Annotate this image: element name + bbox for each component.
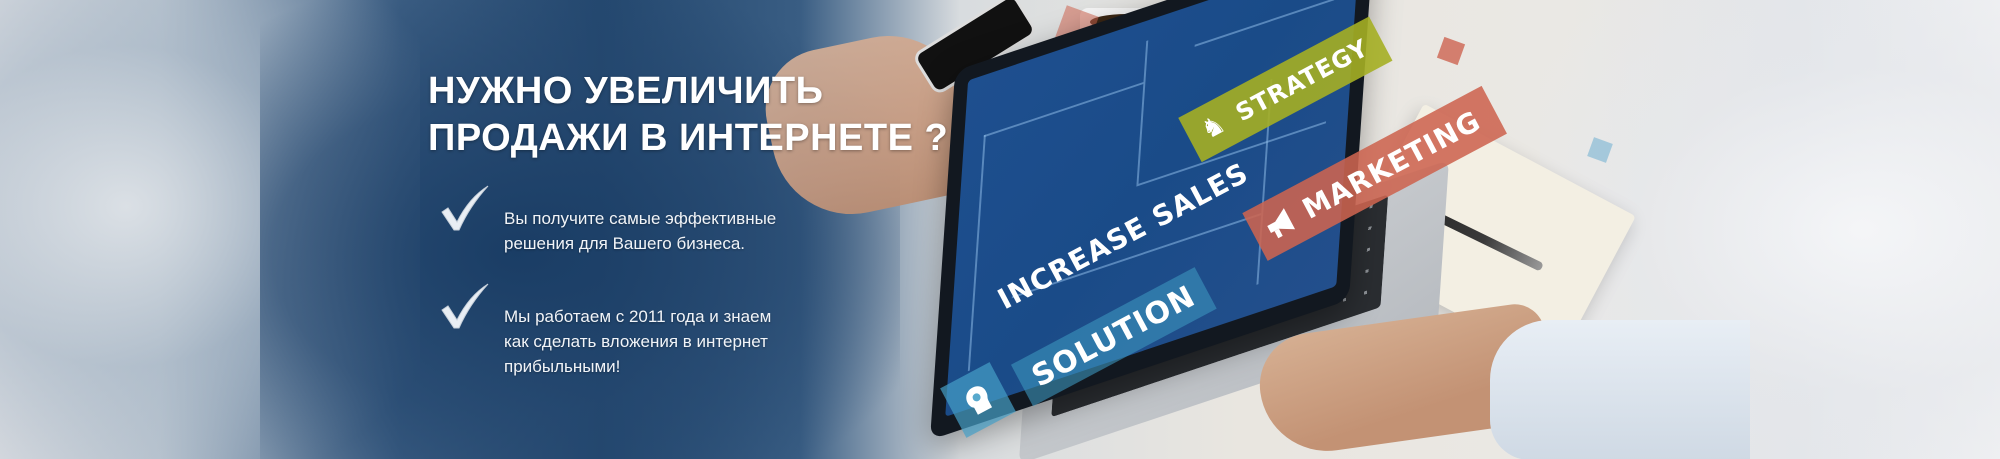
page-title: НУЖНО УВЕЛИЧИТЬ ПРОДАЖИ В ИНТЕРНЕТЕ ? [428, 68, 988, 162]
chess-knight-icon: ♞ [1196, 108, 1232, 147]
headline-line-2: ПРОДАЖИ В ИНТЕРНЕТЕ ? [428, 117, 949, 159]
feature-item: Вы получите самые эффективные решения дл… [438, 184, 804, 256]
screen-grid-line [1194, 0, 1335, 47]
feature-2-line-3: прибыльными! [504, 357, 621, 376]
feature-2-line-1: Мы работаем с 2011 года и знаем [504, 307, 772, 326]
screen-grid-line [967, 134, 986, 372]
lightbulb-head-icon [940, 362, 1016, 438]
checkmark-icon [441, 185, 489, 231]
feature-text: Вы получите самые эффективные решения дл… [504, 206, 804, 256]
feature-text: Мы работаем с 2011 года и знаем как сдел… [504, 304, 804, 379]
screen-grid-line [983, 81, 1144, 138]
feature-2-line-2: как сделать вложения в интернет [504, 332, 768, 351]
feature-item: Мы работаем с 2011 года и знаем как сдел… [438, 282, 804, 379]
screen-grid-line [1136, 40, 1149, 185]
checkmark-icon [441, 283, 489, 329]
megaphone-icon [1258, 200, 1304, 246]
headline-line-1: НУЖНО УВЕЛИЧИТЬ [428, 70, 824, 112]
marketing-tag: MARKETING [1242, 85, 1507, 261]
feature-1-line-1: Вы получите самые эффективные [504, 209, 777, 228]
feature-1-line-2: решения для Вашего бизнеса. [504, 234, 746, 253]
sleeve-photo [1490, 320, 1750, 459]
decorative-square [1436, 36, 1466, 66]
